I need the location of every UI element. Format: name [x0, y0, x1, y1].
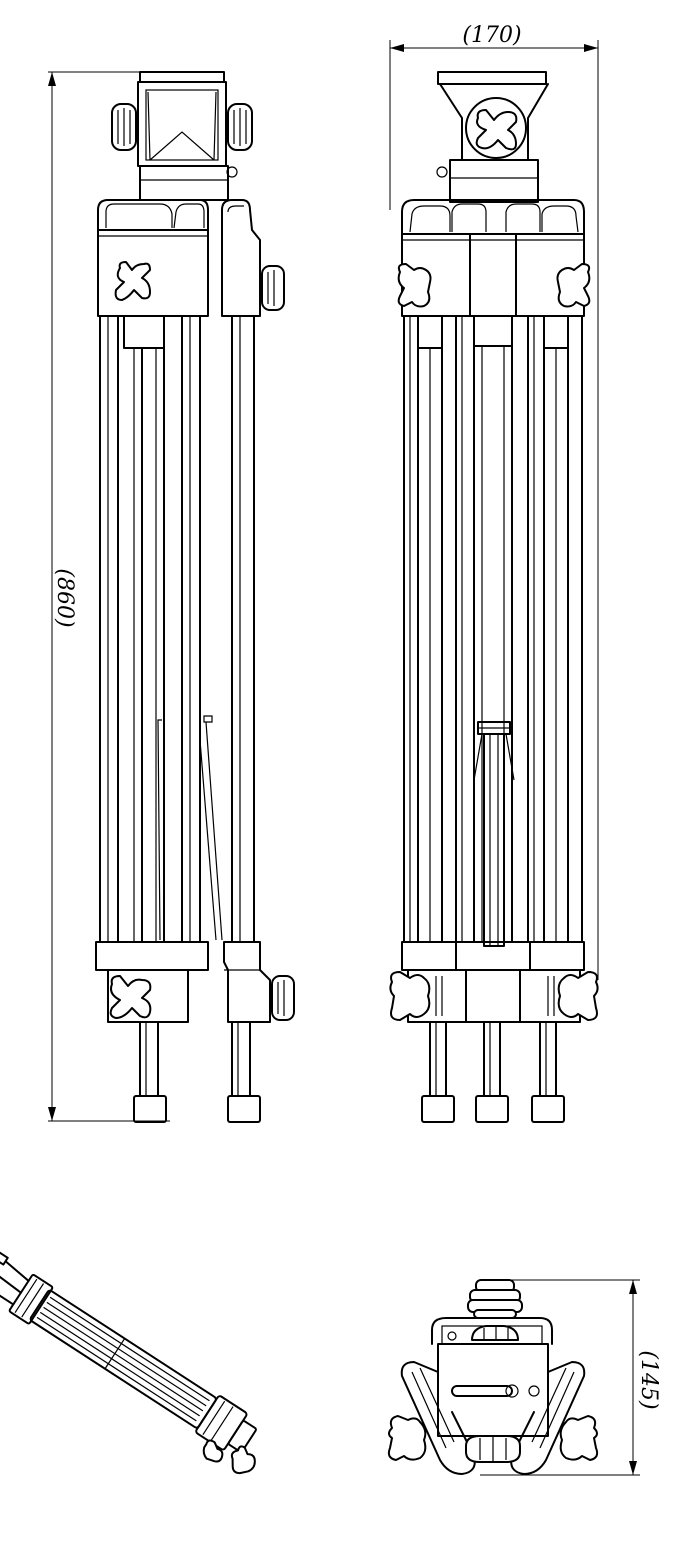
side-view [389, 71, 599, 1123]
width-dimension: (170) [389, 23, 599, 980]
height-dimension: (860) [48, 71, 170, 1122]
lower-legs [133, 1021, 261, 1123]
side-tubes [403, 315, 583, 947]
depth-dimension-label: (145) [636, 1350, 661, 1409]
front-view [95, 71, 295, 1123]
top-knob [467, 1279, 523, 1319]
side-hinge [397, 199, 591, 349]
lower-clamp [95, 941, 295, 1023]
height-dimension-label: (860) [52, 568, 77, 627]
top-view [387, 1279, 599, 1475]
head-plate [137, 71, 238, 201]
head-knob-right [227, 103, 253, 151]
leg-tubes [99, 315, 255, 943]
hinge-block [97, 199, 209, 349]
top-leg-right [510, 1361, 599, 1475]
isometric-view [0, 1251, 257, 1475]
side-lower-clamp [389, 941, 599, 1023]
head-knob-left [111, 103, 137, 151]
width-dimension-label: (170) [462, 23, 521, 48]
foot-left [133, 1095, 167, 1123]
top-leg-left [387, 1361, 476, 1475]
depth-dimension: (145) [480, 1279, 661, 1476]
folded-leg-top [221, 199, 285, 317]
side-head [436, 71, 549, 203]
top-knob-bottom [465, 1435, 521, 1463]
side-lower-legs [421, 1021, 565, 1123]
foot-right [227, 1095, 261, 1123]
